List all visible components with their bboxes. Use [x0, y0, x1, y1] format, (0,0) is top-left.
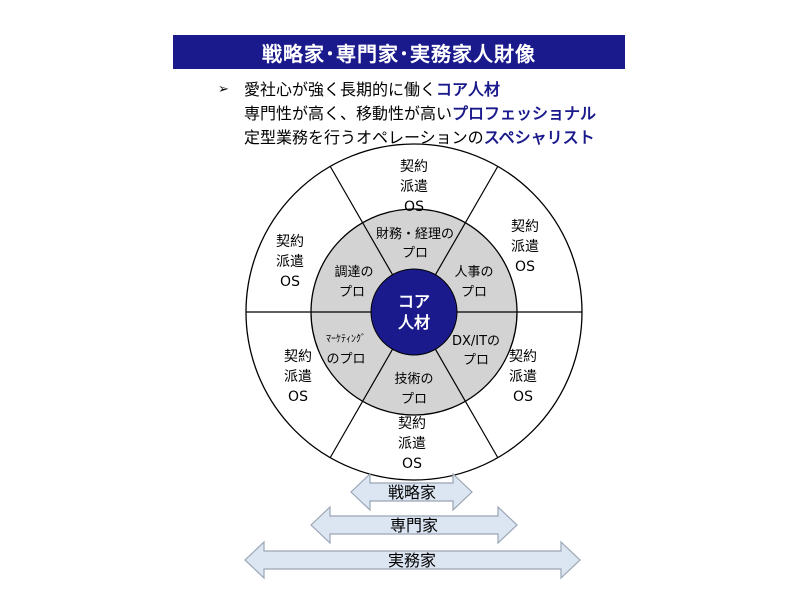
inner-label-procurement: 調達の	[334, 265, 373, 280]
outer-label-lower-left: 派遣	[284, 369, 312, 385]
inner-label-hr: プロ	[461, 285, 487, 300]
center-label: コア	[398, 292, 430, 311]
outer-label-bottom: 契約	[398, 416, 426, 432]
inner-label-finance: プロ	[402, 246, 428, 261]
inner-label-dxit: DX/ITの	[452, 334, 500, 349]
outer-label-bottom: OS	[402, 456, 422, 472]
outer-label-lower-left: OS	[288, 389, 308, 405]
bullet-text: 専門性が高く、移動性が高い	[244, 104, 453, 123]
bullet-text: 定型業務を行うオペレーションの	[244, 128, 484, 147]
outer-label-bottom: 派遣	[398, 436, 426, 452]
inner-label-marketing: ﾏｰｹﾃｨﾝｸﾞ	[326, 333, 366, 345]
bullet-list: ➢ 愛社心が強く長期的に働くコア人材 専門性が高く、移動性が高いプロフェッショナ…	[218, 78, 638, 150]
outer-label-upper-left: 派遣	[276, 254, 304, 270]
inner-label-tech: プロ	[401, 392, 427, 407]
inner-label-hr: 人事の	[454, 265, 493, 280]
bullet-highlight: プロフェッショナル	[452, 104, 597, 123]
center-circle	[370, 268, 458, 356]
outer-label-upper-left: 契約	[276, 234, 304, 250]
inner-label-dxit: プロ	[463, 353, 489, 368]
practitioner-label: 実務家	[388, 551, 436, 570]
bullet-highlight: コア人材	[436, 80, 501, 99]
specialist-label: 専門家	[390, 516, 438, 535]
outer-label-lower-right: 派遣	[509, 369, 537, 385]
outer-label-lower-right: OS	[513, 389, 533, 405]
practitioner-arrow	[244, 540, 581, 580]
bullet-text: 愛社心が強く長期的に働く	[244, 80, 437, 99]
specialist-arrow	[310, 505, 518, 545]
arrow-bullet-icon: ➢	[218, 82, 229, 97]
outer-label-top: 派遣	[400, 179, 428, 195]
inner-label-tech: 技術の	[394, 372, 433, 387]
bullet-item: 定型業務を行うオペレーションのスペシャリスト	[218, 126, 638, 150]
outer-label-upper-right: 契約	[511, 219, 539, 235]
outer-label-upper-right: OS	[515, 259, 535, 275]
inner-label-procurement: プロ	[339, 285, 365, 300]
bullet-item: ➢ 愛社心が強く長期的に働くコア人材	[218, 78, 638, 102]
outer-label-lower-left: 契約	[284, 349, 312, 365]
inner-label-finance: 財務・経理の	[376, 227, 454, 242]
outer-label-upper-left: OS	[280, 274, 300, 290]
outer-label-lower-right: 契約	[509, 349, 537, 365]
strategist-arrow	[350, 472, 473, 512]
outer-label-top: OS	[404, 199, 424, 215]
center-label: 人材	[398, 313, 430, 332]
page-title: 戦略家･専門家･実務家人財像	[173, 35, 625, 69]
outer-label-upper-right: 派遣	[511, 239, 539, 255]
strategist-label: 戦略家	[388, 483, 436, 502]
bullet-item: 専門性が高く、移動性が高いプロフェッショナル	[218, 102, 638, 126]
outer-label-top: 契約	[400, 159, 428, 175]
inner-label-marketing: のプロ	[326, 352, 365, 367]
bullet-highlight: スペシャリスト	[483, 128, 595, 147]
